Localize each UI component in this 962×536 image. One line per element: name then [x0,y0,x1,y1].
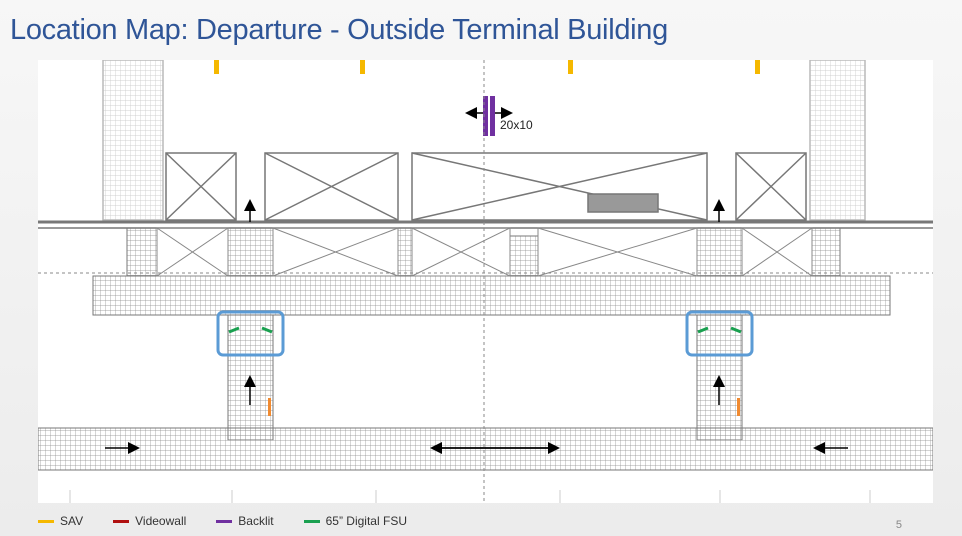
legend-label: Backlit [238,514,274,528]
fsu-swatch-icon [303,519,320,523]
sav-swatch-icon [38,519,54,523]
backlit-size-label: 20x10 [500,118,533,132]
fsu-highlight [216,310,754,357]
floor-plan-map: 20x10 [38,60,933,503]
legend-item-fsu: 65” Digital FSU [303,514,407,528]
slide-title: Location Map: Departure - Outside Termin… [10,14,668,46]
legend-label: 65” Digital FSU [325,514,407,528]
backlit-swatch-icon [216,519,233,523]
legend-item-videowall: Videowall [113,514,186,528]
legend-item-backlit: Backlit [216,514,274,528]
legend: SAV Videowall Backlit 65” Digital FSU [38,514,437,528]
floor-plan: 20x10 [38,60,933,503]
legend-label: Videowall [135,514,187,528]
legend-label: SAV [60,514,84,528]
videowall-swatch-icon [113,519,130,523]
legend-item-sav: SAV [38,514,83,528]
page-number: 5 [895,519,902,531]
